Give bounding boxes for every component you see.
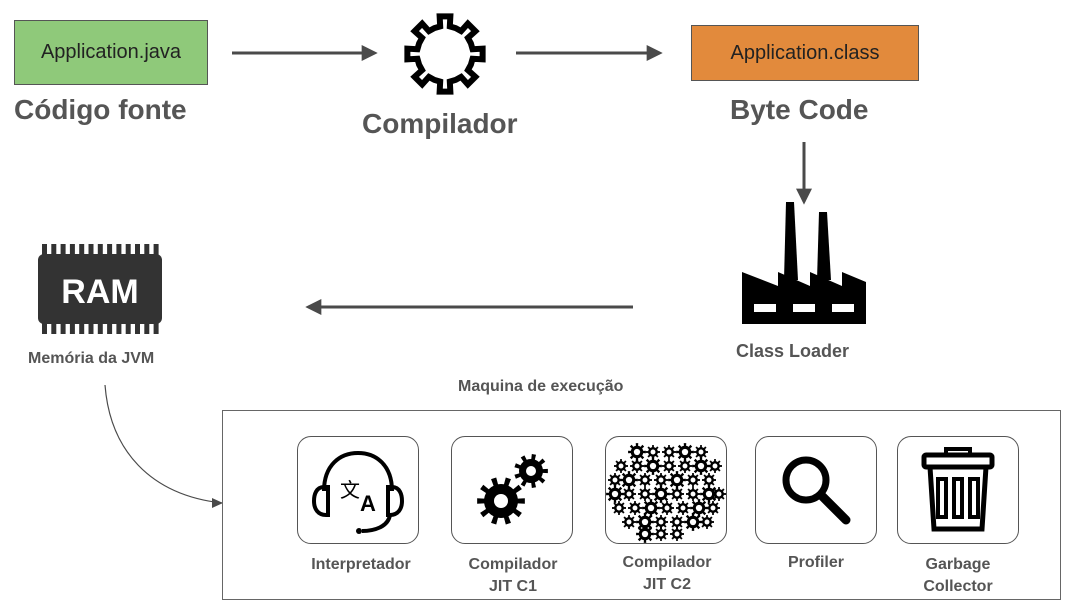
arrow-memory-engine xyxy=(104,384,223,504)
ram-chip-text: RAM xyxy=(61,273,138,311)
source-file-box: Application.java xyxy=(14,20,208,85)
garbage-collector-card xyxy=(897,436,1019,544)
engine-title: Maquina de execução xyxy=(458,378,624,395)
magnifier-icon xyxy=(782,456,851,525)
jit-c1-card xyxy=(451,436,573,544)
memory-label: Memória da JVM xyxy=(28,350,155,367)
two-gears-icon xyxy=(477,454,548,525)
svg-text:A: A xyxy=(360,491,376,516)
gear-outline-icon xyxy=(404,13,486,95)
compiler-label: Compilador xyxy=(362,108,518,139)
garbage-collector-label: Garbage Collector xyxy=(923,556,993,595)
jit-c2-card xyxy=(605,436,727,544)
source-file-name: Application.java xyxy=(40,41,182,63)
headset-translate-icon: 文 A xyxy=(311,450,405,534)
ram-chip-icon: RAM xyxy=(38,244,162,334)
execution-engine-frame xyxy=(222,410,1061,600)
profiler-label: Profiler xyxy=(787,554,844,571)
factory-icon xyxy=(742,202,866,324)
jit-c1-label: Compilador JIT C1 xyxy=(468,556,558,595)
bytecode-label: Byte Code xyxy=(730,94,869,125)
class-loader-label: Class Loader xyxy=(736,341,850,361)
svg-text:文: 文 xyxy=(340,479,360,502)
bytecode-file-box: Application.class xyxy=(691,25,919,81)
trash-can-icon xyxy=(921,447,995,532)
profiler-card xyxy=(755,436,877,544)
many-gears-icon xyxy=(606,443,726,543)
jit-c2-label: Compilador JIT C2 xyxy=(622,554,712,593)
source-code-label: Código fonte xyxy=(14,94,187,125)
bytecode-file-name: Application.class xyxy=(730,41,880,64)
interpreter-label: Interpretador xyxy=(311,556,411,573)
interpreter-card: 文 A xyxy=(297,436,419,544)
